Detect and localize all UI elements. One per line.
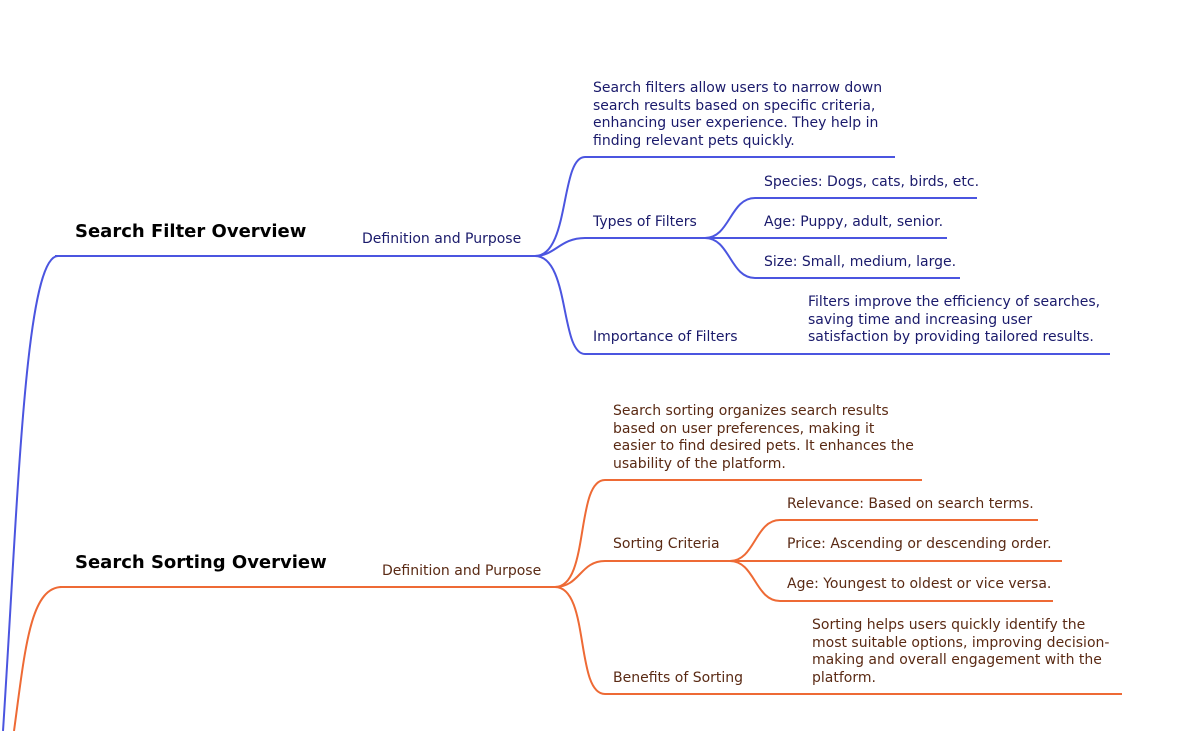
filter-to-importance [534, 255, 1110, 355]
filter-type-size: Size: Small, medium, large. [764, 254, 957, 270]
sorting-criterion-price: Price: Ascending or descending order. [787, 536, 1052, 552]
criteria-to-age [729, 560, 1053, 602]
sorting-criteria-node: Sorting Criteria [613, 536, 720, 552]
sorting-criterion-age: Age: Youngest to oldest or vice versa. [787, 576, 1052, 592]
sorting-to-description [554, 479, 922, 588]
sorting-to-criteria [554, 560, 730, 588]
types-to-size [704, 237, 960, 279]
filter-importance-text: Filters improve the efficiency of search… [808, 294, 1101, 345]
filter-type-species: Species: Dogs, cats, birds, etc. [764, 174, 980, 190]
types-to-species [704, 197, 977, 239]
filter-to-description [534, 156, 895, 257]
sorting-benefits-text: Sorting helps users quickly identify the… [812, 617, 1110, 686]
sorting-title: Search Sorting Overview [75, 552, 327, 573]
filter-description-node: Search filters allow users to narrow dow… [593, 80, 883, 149]
filter-type-age: Age: Puppy, adult, senior. [764, 214, 944, 230]
sorting-definition-node: Definition and Purpose [382, 563, 542, 579]
sorting-criterion-relevance: Relevance: Based on search terms. [787, 496, 1034, 512]
filter-root-connector [2, 255, 59, 731]
filter-to-types [534, 237, 705, 257]
filter-importance-node: Importance of Filters [593, 329, 738, 345]
sorting-benefits-node: Benefits of Sorting [613, 670, 744, 686]
criteria-to-relevance [729, 519, 1038, 562]
sorting-description-node: Search sorting organizes search results … [613, 403, 914, 472]
sorting-root-connector [13, 586, 63, 731]
filter-connectors [2, 156, 1110, 731]
filter-definition-node: Definition and Purpose [362, 231, 522, 247]
sorting-connectors [13, 479, 1122, 731]
filter-types-node: Types of Filters [593, 214, 697, 230]
sorting-to-benefits [554, 586, 1122, 695]
filter-title: Search Filter Overview [75, 221, 307, 242]
